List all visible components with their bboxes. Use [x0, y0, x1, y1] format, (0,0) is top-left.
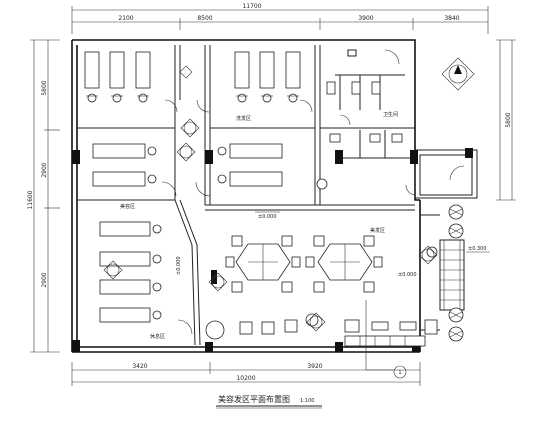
dim-top-3: 3900 — [358, 15, 373, 22]
exterior-walls — [71, 39, 421, 353]
detail-callout: 1 — [365, 300, 407, 379]
right-dimension-lines: 5800 — [496, 39, 516, 201]
elevation-labels: ±0.000 ±0.000 ±0.000 ±0.300 — [176, 211, 490, 278]
dim-left-2: 2900 — [41, 162, 48, 177]
drawing-title-block: 美容发区平面布置图 1:100 — [216, 394, 322, 409]
dim-bottom-overall: 10200 — [236, 375, 255, 382]
beauty-beds-upper — [92, 143, 283, 187]
right-annex-stair — [414, 149, 478, 331]
callout-number: 1 — [398, 370, 401, 376]
toilet-fixtures — [316, 49, 403, 190]
interior-walls — [77, 45, 415, 346]
compass-symbol — [441, 57, 475, 91]
dim-bottom-2: 3920 — [307, 363, 322, 370]
elevation-3: ±0.000 — [398, 272, 417, 278]
index-markers — [103, 65, 438, 332]
dim-top-4: 3840 — [444, 15, 459, 22]
elevation-1: ±0.000 — [258, 214, 277, 220]
dim-left-overall: 11600 — [27, 190, 34, 209]
decorative-plants — [305, 204, 464, 342]
dim-top-1: 2100 — [118, 15, 133, 22]
room-tag-wash: 洗发区 — [236, 115, 251, 122]
dim-top-2: 8500 — [197, 15, 212, 22]
dim-top-overall: 11700 — [242, 3, 261, 10]
shampoo-beds-left — [84, 51, 151, 103]
room-tag-beauty: 美容区 — [120, 203, 135, 210]
room-tag-rest: 休息区 — [150, 333, 165, 340]
drawing-scale: 1:100 — [300, 398, 314, 404]
room-tag-hair: 美发区 — [370, 227, 385, 234]
shampoo-beds-middle — [234, 51, 301, 103]
dim-left-3: 2900 — [41, 272, 48, 287]
top-dimension-lines: 11700 2100 8500 3900 3840 — [71, 3, 489, 34]
elevation-2: ±0.000 — [176, 256, 182, 275]
room-tags: 卫生间 美容区 洗发区 美发区 休息区 — [120, 111, 398, 340]
elevation-4: ±0.300 — [468, 246, 487, 252]
styling-station-right — [305, 235, 383, 293]
bottom-dimension-lines: 3420 3920 10200 — [71, 362, 421, 386]
dim-left-1: 5800 — [41, 80, 48, 95]
waiting-area-furniture — [205, 319, 438, 347]
left-dimension-lines: 11600 5800 2900 2900 — [27, 39, 60, 353]
styling-station-left — [225, 235, 301, 293]
beauty-beds-lower — [99, 221, 162, 323]
drawing-title: 美容发区平面布置图 — [218, 394, 290, 404]
door-swings — [161, 49, 465, 335]
dim-bottom-1: 3420 — [132, 363, 147, 370]
room-tag-toilet: 卫生间 — [383, 111, 398, 118]
dim-right-overall: 5800 — [505, 112, 512, 127]
